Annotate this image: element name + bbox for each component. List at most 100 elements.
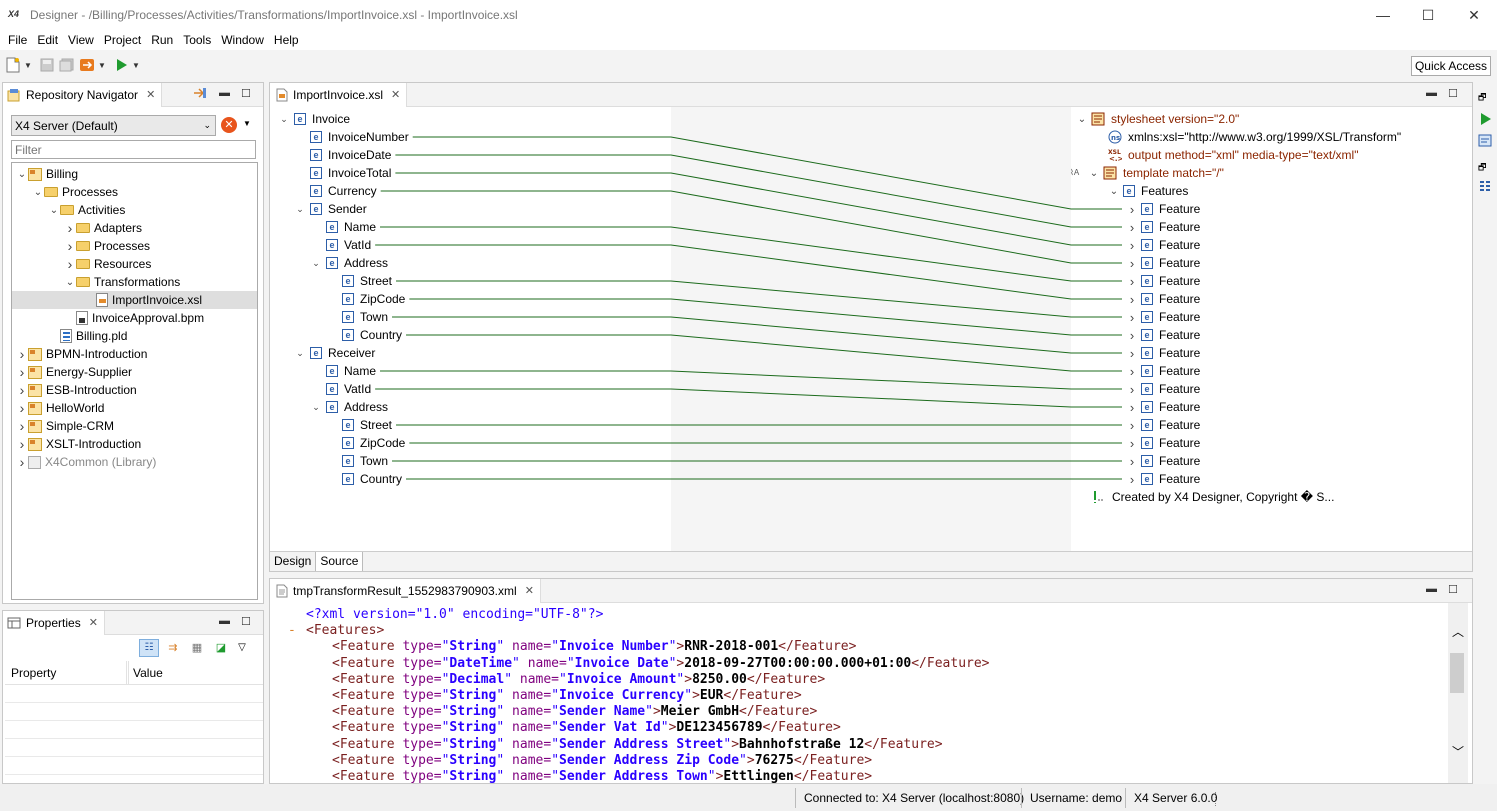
mapping-line[interactable] bbox=[380, 226, 1122, 282]
server-select[interactable]: X4 Server (Default) ⌄ bbox=[11, 115, 216, 136]
mapping-line[interactable] bbox=[392, 316, 1122, 354]
mapping-line[interactable] bbox=[375, 388, 1122, 408]
scroll-up-icon[interactable]: ︿ bbox=[1452, 625, 1465, 639]
scrollbar-thumb[interactable] bbox=[1450, 653, 1464, 693]
chevron-right-icon[interactable]: › bbox=[1129, 417, 1135, 433]
repo-tree-item[interactable]: ›ESB-Introduction bbox=[12, 381, 257, 399]
repo-tree-item[interactable]: ›Simple-CRM bbox=[12, 417, 257, 435]
chevron-right-icon[interactable]: › bbox=[19, 400, 25, 416]
close-tab-icon[interactable]: ✕ bbox=[524, 585, 534, 597]
xml-source-view[interactable]: <?xml version="1.0" encoding="UTF-8"?>-<… bbox=[270, 603, 1446, 783]
chevron-right-icon[interactable]: › bbox=[1129, 399, 1135, 415]
xml-line[interactable]: <Feature type="String" name="Invoice Cur… bbox=[332, 688, 802, 704]
deploy-dropdown-icon[interactable]: ▼ bbox=[98, 60, 106, 70]
restore-default-icon[interactable]: ◪ bbox=[215, 642, 227, 654]
save-all-icon[interactable] bbox=[58, 56, 76, 74]
repo-tree-item[interactable]: ›BPMN-Introduction bbox=[12, 345, 257, 363]
repo-tree-item[interactable]: Billing.pld bbox=[12, 327, 257, 345]
chevron-right-icon[interactable]: › bbox=[1129, 327, 1135, 343]
chevron-right-icon[interactable]: › bbox=[1129, 273, 1135, 289]
menu-window[interactable]: Window bbox=[221, 33, 264, 47]
restore-view-icon[interactable]: 🗗 bbox=[1478, 92, 1487, 102]
chevron-right-icon[interactable]: › bbox=[19, 436, 25, 452]
scroll-down-icon[interactable]: ﹀ bbox=[1452, 745, 1465, 759]
repo-tree-item[interactable]: ›HelloWorld bbox=[12, 399, 257, 417]
chevron-down-icon[interactable]: ⌄ bbox=[312, 401, 320, 412]
maximize-view-icon[interactable]: ☐ bbox=[241, 616, 251, 628]
mapping-line[interactable] bbox=[395, 154, 1122, 228]
chevron-down-icon[interactable]: ⌄ bbox=[1109, 185, 1119, 197]
menu-edit[interactable]: Edit bbox=[37, 33, 59, 47]
vertical-scrollbar[interactable]: ︿ ﹀ bbox=[1448, 603, 1468, 783]
new-dropdown-icon[interactable]: ▼ bbox=[24, 60, 32, 70]
restore-view-icon[interactable]: 🗗 bbox=[1478, 162, 1487, 172]
target-node[interactable]: ⌄stylesheet version="2.0" bbox=[1076, 110, 1239, 128]
repo-tree-item[interactable]: ⌄Billing bbox=[12, 165, 257, 183]
chevron-right-icon[interactable]: › bbox=[67, 238, 73, 254]
repo-tree-item[interactable]: ⌄Transformations bbox=[12, 273, 257, 291]
repo-tree-item[interactable]: ›Energy-Supplier bbox=[12, 363, 257, 381]
close-icon[interactable]: ✕ bbox=[1468, 6, 1480, 23]
mapping-line[interactable] bbox=[406, 334, 1122, 372]
close-tab-icon[interactable]: ✕ bbox=[88, 617, 98, 629]
menu-help[interactable]: Help bbox=[273, 33, 299, 47]
chevron-right-icon[interactable]: › bbox=[1129, 363, 1135, 379]
mapping-line[interactable] bbox=[380, 370, 1122, 390]
chevron-down-icon[interactable]: ⌄ bbox=[33, 186, 43, 198]
maximize-view-icon[interactable]: ☐ bbox=[1448, 584, 1458, 596]
chevron-right-icon[interactable]: › bbox=[19, 418, 25, 434]
target-node[interactable]: XSL<.>output method="xml" media-type="te… bbox=[1108, 146, 1358, 164]
chevron-down-icon[interactable]: ⌄ bbox=[17, 168, 27, 180]
tab-source[interactable]: Source bbox=[316, 552, 364, 571]
chevron-right-icon[interactable]: › bbox=[1129, 345, 1135, 361]
maximize-view-icon[interactable]: ☐ bbox=[1448, 88, 1458, 100]
chevron-right-icon[interactable]: › bbox=[1129, 237, 1135, 253]
repo-tree-item[interactable]: ›XSLT-Introduction bbox=[12, 435, 257, 453]
run-view-icon[interactable] bbox=[1478, 112, 1492, 126]
xml-line[interactable]: <Feature type="DateTime" name="Invoice D… bbox=[332, 656, 990, 672]
chevron-right-icon[interactable]: › bbox=[19, 382, 25, 398]
chevron-right-icon[interactable]: › bbox=[1129, 435, 1135, 451]
properties-tab[interactable]: Properties ✕ bbox=[3, 610, 105, 635]
chevron-right-icon[interactable]: › bbox=[1129, 219, 1135, 235]
importinvoice-editor-tab[interactable]: ImportInvoice.xsl ✕ bbox=[270, 82, 408, 107]
chevron-right-icon[interactable]: › bbox=[19, 346, 25, 362]
maximize-icon[interactable]: ☐ bbox=[1421, 6, 1435, 23]
run-icon[interactable] bbox=[112, 56, 130, 74]
repo-tree-item[interactable]: InvoiceApproval.bpm bbox=[12, 309, 257, 327]
target-node[interactable]: ⌄template match="/" bbox=[1088, 164, 1224, 182]
xml-line[interactable]: <Feature type="String" name="Sender Addr… bbox=[332, 753, 872, 769]
minimize-view-icon[interactable]: ▬ bbox=[219, 615, 230, 627]
chevron-right-icon[interactable]: › bbox=[1129, 453, 1135, 469]
chevron-down-icon[interactable]: ⌄ bbox=[65, 276, 75, 288]
mapping-line[interactable] bbox=[375, 244, 1122, 300]
chevron-down-icon[interactable]: ⌄ bbox=[296, 203, 304, 214]
deploy-icon[interactable] bbox=[78, 56, 96, 74]
mapping-line[interactable] bbox=[412, 136, 1122, 210]
minimize-view-icon[interactable]: ▬ bbox=[219, 87, 230, 99]
outline-view-icon[interactable] bbox=[1478, 180, 1492, 194]
chevron-down-icon[interactable]: ⌄ bbox=[1089, 167, 1099, 179]
repo-tree-item[interactable]: ⌄Activities bbox=[12, 201, 257, 219]
chevron-down-icon[interactable]: ⌄ bbox=[1077, 113, 1087, 125]
